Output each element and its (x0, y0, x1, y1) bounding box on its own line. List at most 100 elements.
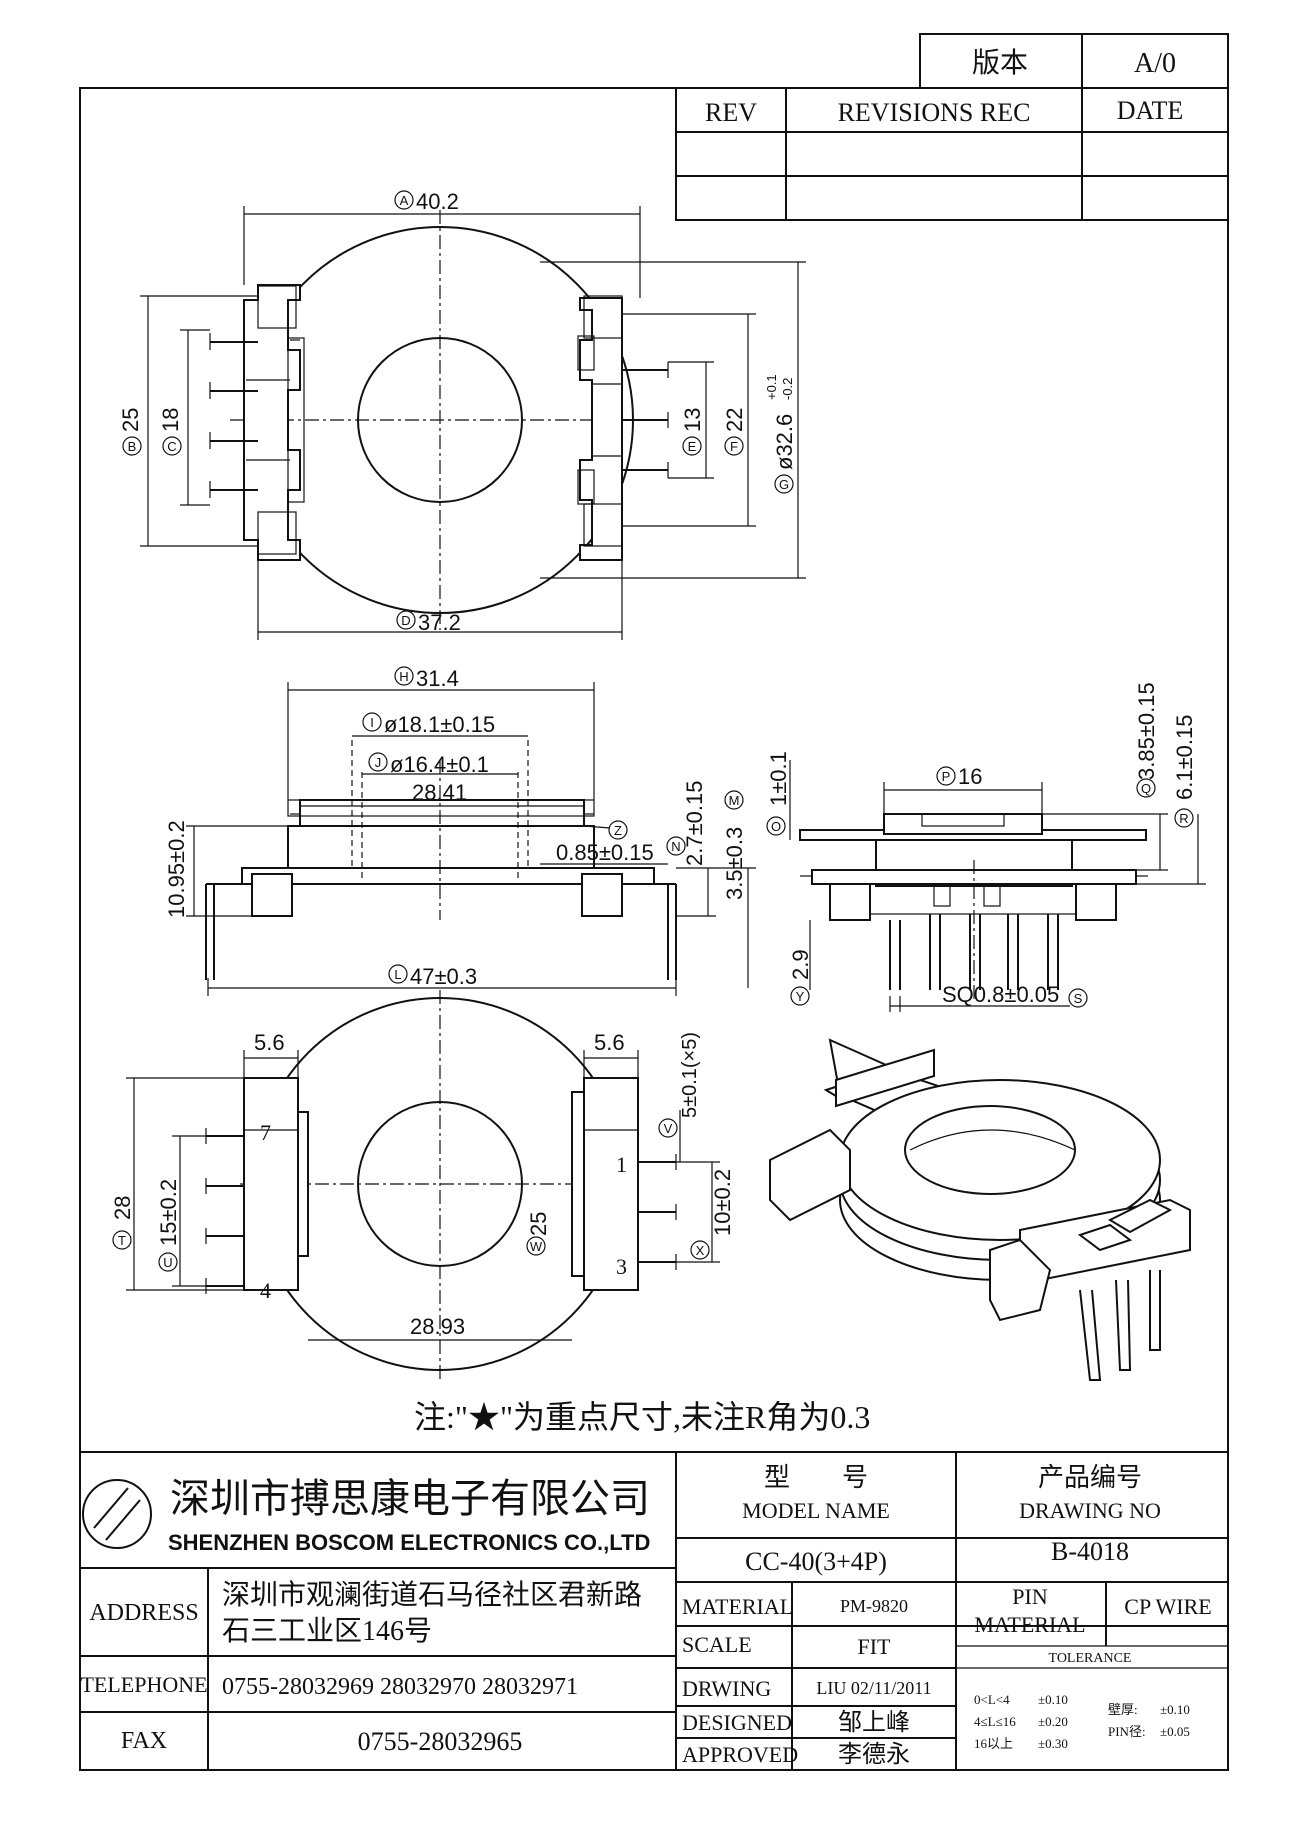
drwing-value: LIU 02/11/2011 (816, 1678, 931, 1698)
dim-B-letter: B (128, 439, 137, 454)
approved-value: 李德永 (838, 1741, 910, 1768)
dim-right-w: 5.6 (594, 1030, 625, 1055)
designed-value: 邹上峰 (838, 1709, 910, 1736)
dim-U-letter: U (163, 1255, 172, 1270)
dim-B: 25 (118, 408, 143, 432)
drawing-no-label-cn: 产品编号 (1038, 1463, 1142, 1492)
pin-7-label: 7 (260, 1120, 271, 1145)
dim-C: 18 (158, 408, 183, 432)
dim-I-letter: I (370, 715, 374, 730)
dim-R: 6.1±0.15 (1172, 715, 1197, 800)
dim-X: 10±0.2 (710, 1169, 735, 1236)
model-value: CC-40(3+4P) (745, 1547, 887, 1576)
dim-C-letter: C (167, 439, 176, 454)
tol-wall-value: ±0.10 (1160, 1702, 1190, 1717)
tol-r3a: 16以上 (974, 1736, 1013, 1751)
dim-V: 5±0.1(×5) (679, 1032, 701, 1118)
version-label: 版本 (972, 47, 1028, 79)
sheet-border (79, 87, 1229, 1771)
tolerance-label: TOLERANCE (1049, 1651, 1132, 1666)
fax-label: FAX (121, 1728, 167, 1754)
drwing-label: DRWING (682, 1676, 771, 1701)
pin-1-label: 1 (616, 1152, 627, 1177)
front-view: H 31.4 I ø18.1±0.15 J ø16.4±0.1 28.41 Z … (164, 666, 756, 996)
date-header: DATE (1117, 96, 1183, 125)
dim-O: 1±0.1 (766, 751, 791, 806)
dim-Q-letter: Q (1141, 781, 1151, 796)
top-view: A 40.2 B 25 C 18 D 37.2 E 13 F 22 (118, 189, 806, 640)
scale-label: SCALE (682, 1632, 752, 1657)
company-name-en: SHENZHEN BOSCOM ELECTRONICS CO.,LTD (168, 1530, 650, 1555)
dim-A-letter: A (400, 193, 409, 208)
dim-Q: 3.85±0.15 (1134, 682, 1159, 780)
tol-pin-label: PIN径: (1108, 1724, 1146, 1739)
tol-r3b: ±0.30 (1038, 1736, 1068, 1751)
pin-3-label: 3 (616, 1254, 627, 1279)
dim-N-letter: N (671, 839, 680, 854)
dim-M: 3.5±0.3 (722, 827, 747, 900)
dim-P: 16 (958, 764, 982, 789)
tol-r2a: 4≤L≤16 (974, 1714, 1016, 1729)
dim-Y-letter: Y (796, 989, 805, 1004)
dim-L: 47±0.3 (410, 964, 477, 989)
dim-M-letter: M (729, 793, 740, 808)
dim-E-letter: E (688, 439, 697, 454)
tol-r1a: 0<L<4 (974, 1692, 1010, 1707)
address-label: ADDRESS (89, 1600, 198, 1626)
dim-G: ø32.6 (772, 414, 797, 470)
dim-T: 28 (110, 1196, 135, 1220)
dim-W: 25 (526, 1212, 551, 1236)
revisions-table: REV REVISIONS REC DATE (675, 87, 1229, 221)
pin-material-label-1: PIN (1012, 1584, 1048, 1609)
dim-side-h: 10.95±0.2 (164, 820, 189, 918)
title-block (80, 1451, 1228, 1770)
dim-J: ø16.4±0.1 (390, 752, 489, 777)
dim-V-letter: V (664, 1121, 673, 1136)
dim-H-letter: H (399, 669, 408, 684)
drawing-no-value: B-4018 (1051, 1537, 1129, 1566)
dim-O-letter: O (771, 819, 781, 834)
dim-Y: 2.9 (788, 949, 813, 980)
tol-pin-value: ±0.05 (1160, 1724, 1190, 1739)
dim-I: ø18.1±0.15 (384, 712, 495, 737)
model-label-cn: 型 号 (764, 1463, 868, 1492)
dim-T-letter: T (118, 1233, 126, 1248)
dim-S-letter: S (1074, 991, 1083, 1006)
dim-S: SQ0.8±0.05 (942, 982, 1059, 1007)
pin-material-label-2: MATERIAL (974, 1612, 1085, 1637)
dim-K: 28.41 (412, 780, 467, 805)
telephone-value: 0755-28032969 28032970 28032971 (222, 1674, 578, 1700)
pin-material-value: CP WIRE (1124, 1594, 1211, 1619)
dim-bottom-w: 28.93 (410, 1314, 465, 1339)
dim-P-letter: P (942, 769, 951, 784)
dim-F: 22 (722, 408, 747, 432)
dim-A: 40.2 (416, 189, 459, 214)
dim-G-letter: G (779, 477, 789, 492)
dim-D-letter: D (401, 613, 410, 628)
isometric-view (769, 1038, 1191, 1381)
dim-F-letter: F (730, 439, 738, 454)
dim-J-letter: J (375, 755, 382, 770)
dim-H: 31.4 (416, 666, 459, 691)
dim-D: 37.2 (418, 610, 461, 635)
dim-N: 2.7±0.15 (682, 781, 707, 866)
material-value: PM-9820 (840, 1596, 908, 1616)
pin-4-label: 4 (260, 1278, 271, 1303)
dim-left-w: 5.6 (254, 1030, 285, 1055)
dim-Z-letter: Z (614, 823, 622, 838)
dim-X-letter: X (696, 1243, 705, 1258)
dim-G-tol-dn: -0.2 (780, 378, 795, 400)
dim-G-tol-up: +0.1 (764, 374, 779, 400)
dim-U: 15±0.2 (156, 1179, 181, 1246)
version-box: 版本 A/0 (919, 33, 1229, 89)
fax-value: 0755-28032965 (358, 1727, 523, 1756)
tol-r1b: ±0.10 (1038, 1692, 1068, 1707)
telephone-label: TELEPHONE (80, 1672, 207, 1697)
drawing-no-label-en: DRAWING NO (1019, 1498, 1161, 1523)
drawing-note: 注:"★"为重点尺寸,未注R角为0.3 (414, 1399, 870, 1435)
scale-value: FIT (858, 1634, 892, 1659)
company-name-cn: 深圳市搏思康电子有限公司 (170, 1476, 650, 1521)
revisions-rec-header: REVISIONS REC (838, 98, 1031, 127)
side-view: P 16 O 1±0.1 Q 3.85±0.15 R 6.1±0.15 Y 2.… (766, 682, 1206, 1012)
